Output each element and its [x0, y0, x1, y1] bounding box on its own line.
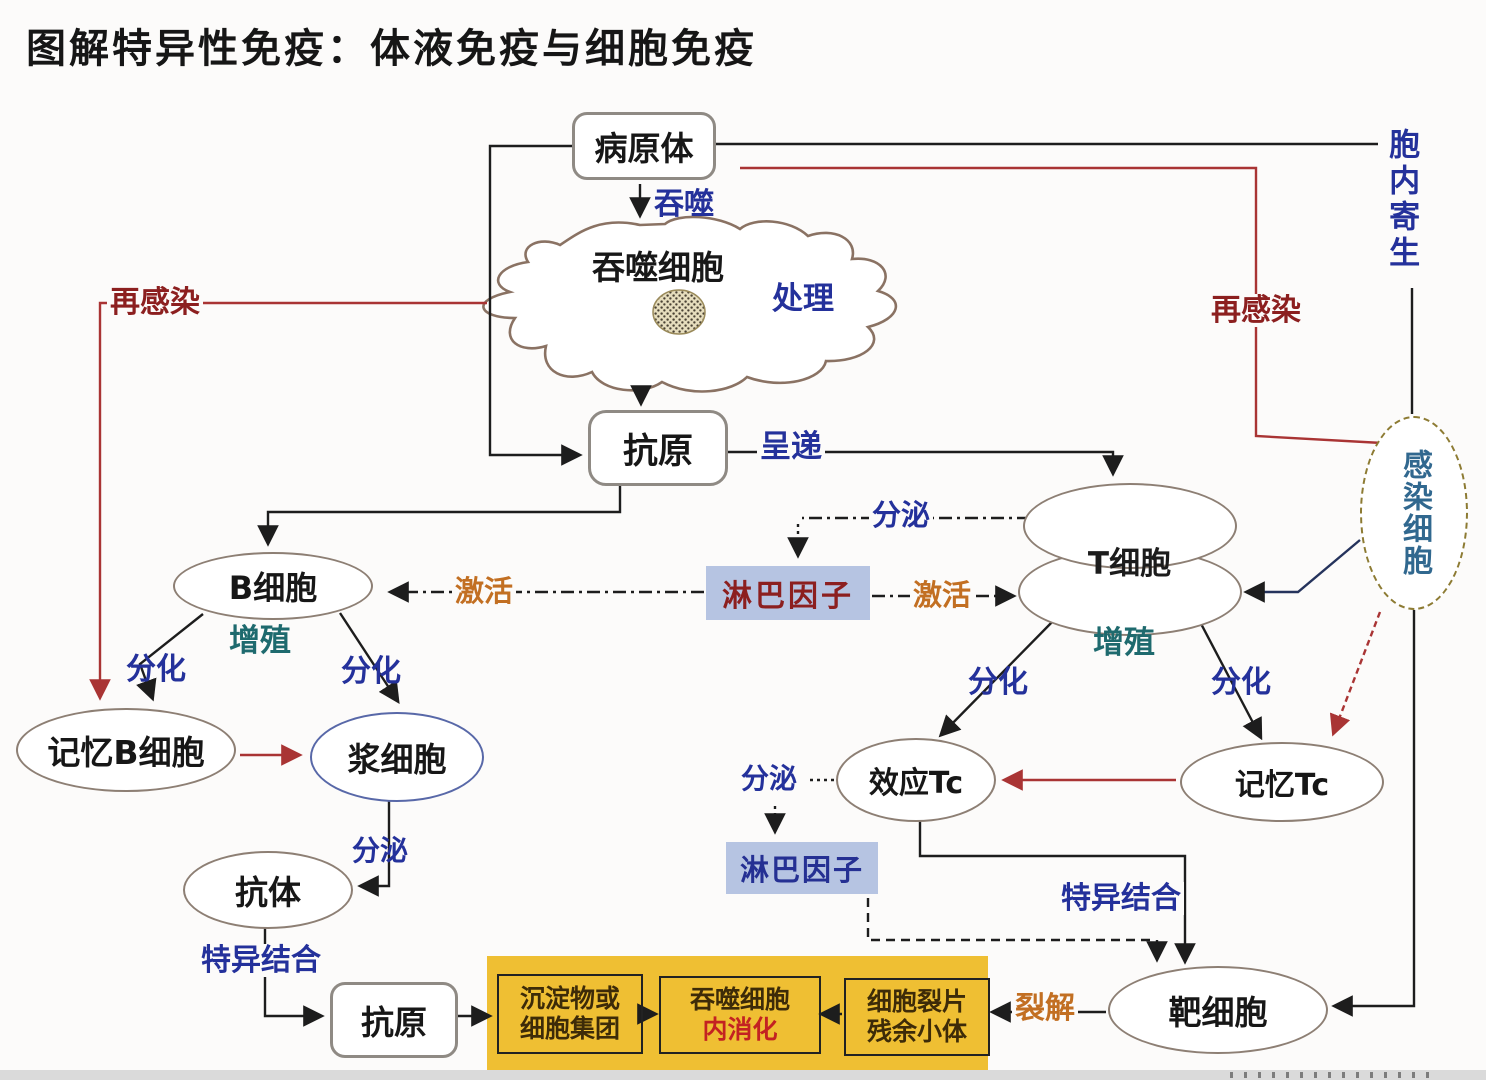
fragments-line1: 细胞裂片: [866, 987, 967, 1016]
label-specific-binding-right: 特异结合: [1058, 882, 1184, 915]
node-effector-tc: 效应Tc: [836, 738, 996, 822]
arrow-infected-to-tcell: [1243, 539, 1361, 603]
node-memory-tc: 记忆Tc: [1180, 742, 1384, 822]
label-specific-binding-left: 特异结合: [198, 944, 324, 977]
phagocyte-nucleus: [652, 289, 706, 335]
label-lysis: 裂解: [1012, 992, 1078, 1025]
node-t-cell-upper-ellipse: [1023, 483, 1237, 569]
arrow-reinfection-left: [89, 301, 487, 701]
arrow-infected-to-memorytc: [1329, 611, 1382, 737]
arrow-plasma-to-antibody: [357, 801, 391, 897]
label-activate-b: 激活: [452, 575, 517, 608]
label-present: 呈递: [757, 430, 825, 464]
node-infected-cell: 感染细胞: [1360, 416, 1468, 610]
label-differentiate-b-left: 分化: [126, 652, 186, 687]
label-intracellular-parasitism: 胞内寄生: [1383, 128, 1420, 272]
arrow-tcell-to-effectortc: [938, 617, 1057, 738]
node-lymphokine-lower: 淋巴因子: [726, 842, 878, 894]
node-pathogen: 病原体: [572, 112, 716, 180]
label-reinfection-left: 再感染: [107, 286, 203, 319]
bottom-gray-strip: [0, 1070, 1486, 1080]
page-title: 图解特异性免疫：体液免疫与细胞免疫: [26, 26, 757, 72]
node-digestion: 吞噬细胞 内消化: [659, 976, 821, 1054]
label-differentiate-t-left: 分化: [968, 665, 1028, 700]
label-activate-t: 激活: [910, 579, 975, 612]
node-antigen-bottom: 抗原: [330, 982, 458, 1058]
node-antigen-top: 抗原: [588, 410, 728, 486]
arrow-bcell-to-plasma: [338, 612, 400, 705]
label-secrete-plasma: 分泌: [352, 834, 409, 867]
arrow-infected-to-target: [1331, 608, 1416, 1017]
label-secrete-effectortc: 分泌: [741, 762, 798, 795]
label-engulf: 吞噬: [654, 187, 714, 222]
node-target-cell: 靶细胞: [1108, 966, 1328, 1054]
label-phagocyte: 吞噬细胞: [592, 248, 724, 287]
line-lymphokine2-to-target: [866, 898, 1150, 942]
node-t-cell-label: T细胞: [1087, 546, 1172, 582]
label-proliferate-b: 增殖: [229, 623, 291, 659]
arrow-bcell-to-memoryb: [136, 613, 204, 702]
node-precipitate: 沉淀物或 细胞集团: [497, 974, 643, 1054]
node-antibody: 抗体: [183, 851, 353, 929]
digestion-line2: 内消化: [702, 1015, 778, 1044]
precipitate-line1: 沉淀物或: [519, 984, 620, 1013]
label-reinfection-right: 再感染: [1208, 294, 1304, 327]
arrow-effectortc-bind-target: [918, 820, 1196, 965]
precipitate-line2: 细胞集团: [519, 1014, 620, 1043]
node-b-cell: B细胞: [173, 552, 373, 620]
label-proliferate-t: 增殖: [1093, 625, 1155, 661]
label-differentiate-b-right: 分化: [341, 654, 401, 689]
node-fragments: 细胞裂片 残余小体: [844, 978, 990, 1056]
label-differentiate-t-right: 分化: [1211, 665, 1271, 700]
digestion-line1: 吞噬细胞: [689, 985, 790, 1014]
node-lymphokine-center: 淋巴因子: [706, 566, 870, 620]
arrow-antigen-to-bcell: [257, 484, 622, 547]
label-secrete-tcell: 分泌: [869, 499, 934, 532]
fragments-line2: 残余小体: [866, 1017, 967, 1046]
arrow-present-to-tcell: [728, 450, 1124, 477]
label-process: 处理: [772, 281, 834, 317]
node-memory-b-cell: 记忆B细胞: [16, 708, 236, 792]
arrow-tcell-to-memorytc: [1196, 617, 1263, 741]
node-plasma-cell: 浆细胞: [310, 712, 484, 802]
arrow-pathogen-to-antigen: [488, 144, 583, 466]
cropped-caption-fragment: [1230, 1072, 1440, 1078]
